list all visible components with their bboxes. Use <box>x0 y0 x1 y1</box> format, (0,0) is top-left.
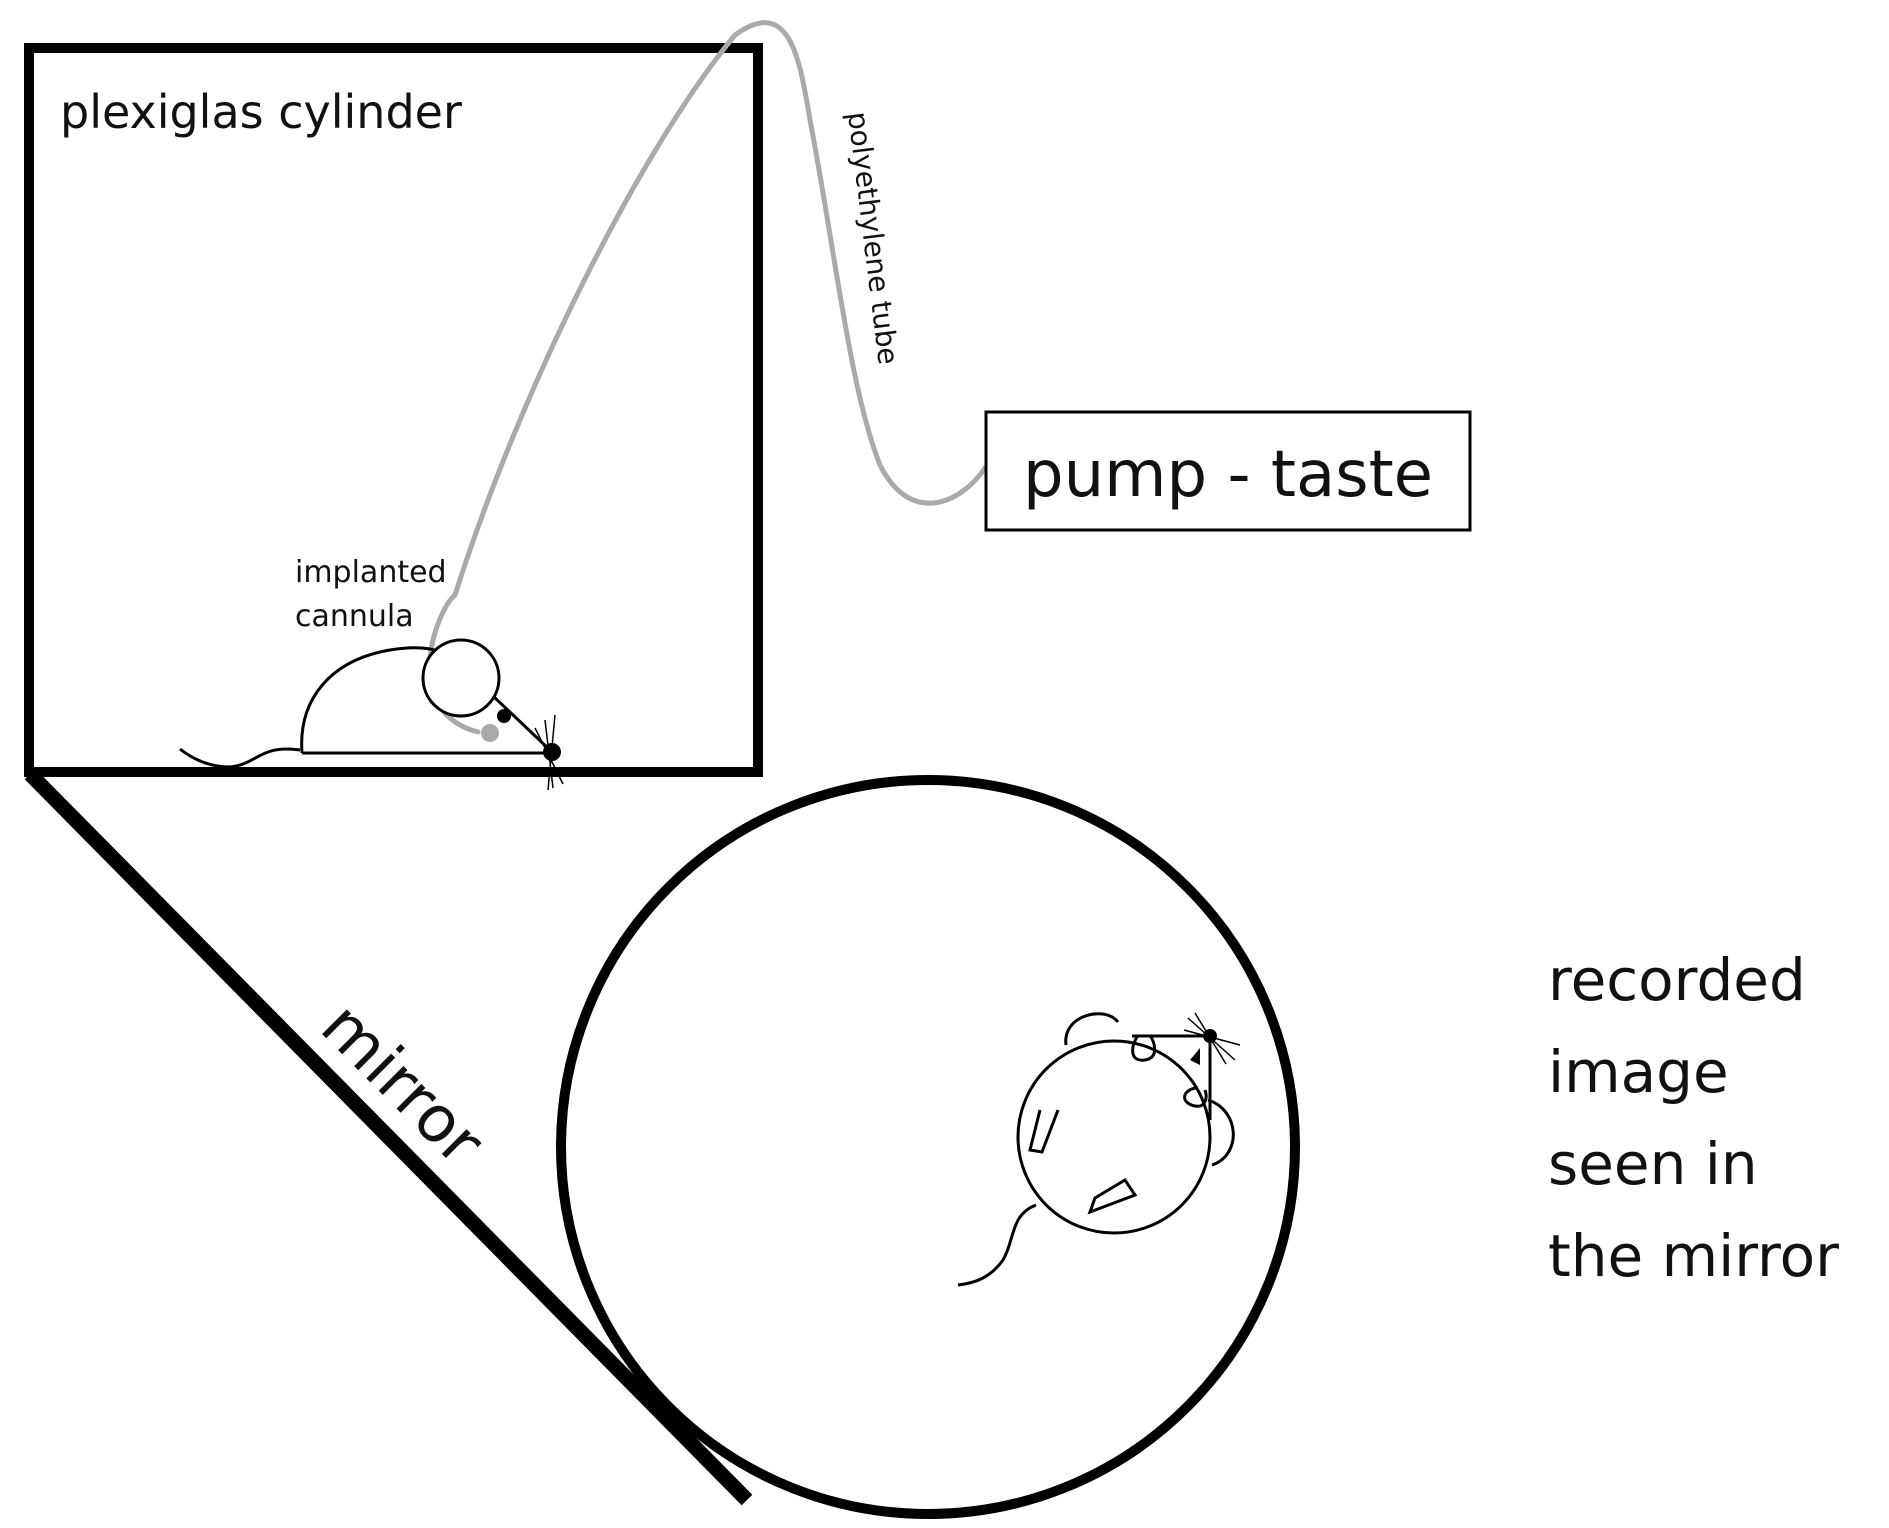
paw-hind-right <box>1087 1177 1138 1215</box>
recorded-label-line4: the mirror <box>1548 1222 1839 1290</box>
recorded-label-line3: seen in <box>1548 1130 1758 1198</box>
recorded-label-line1: recorded <box>1548 946 1806 1014</box>
tube-tip <box>481 724 499 742</box>
mouse-nose <box>543 743 561 761</box>
mouse-eye <box>497 709 511 723</box>
tube-label: polyethylene tube <box>841 110 905 367</box>
mouse-ear <box>421 638 501 718</box>
mouse-side-view <box>179 638 564 791</box>
cannula-label-line1: implanted <box>295 555 447 590</box>
mouse-bottom-ear-left <box>1064 1012 1120 1046</box>
pump-box <box>984 410 1472 532</box>
recorded-label-line2: image <box>1548 1038 1729 1106</box>
mouse-bottom-body <box>1016 1039 1212 1235</box>
mouse-bottom-mouth <box>1190 1048 1200 1065</box>
mirror-bar <box>24 768 753 1506</box>
paw-front-left <box>1131 1034 1157 1062</box>
cylinder-label: plexiglas cylinder <box>60 85 462 139</box>
mouse-bottom-view <box>957 1012 1241 1287</box>
paw-front-right <box>1183 1086 1208 1108</box>
cannula-label-line2: cannula <box>295 599 414 634</box>
mouse-bottom-ear-right <box>1207 1098 1235 1167</box>
mouse-bottom-nose <box>1203 1029 1217 1043</box>
mouse-tail <box>179 747 301 769</box>
plexiglas-cylinder-box <box>24 43 763 777</box>
mirror-view-circle <box>556 775 1300 1519</box>
polyethylene-tube <box>427 20 988 735</box>
paw-hind-left <box>1028 1109 1060 1154</box>
pump-label: pump - taste <box>1023 438 1433 512</box>
mouse-bottom-tail <box>957 1203 1037 1287</box>
